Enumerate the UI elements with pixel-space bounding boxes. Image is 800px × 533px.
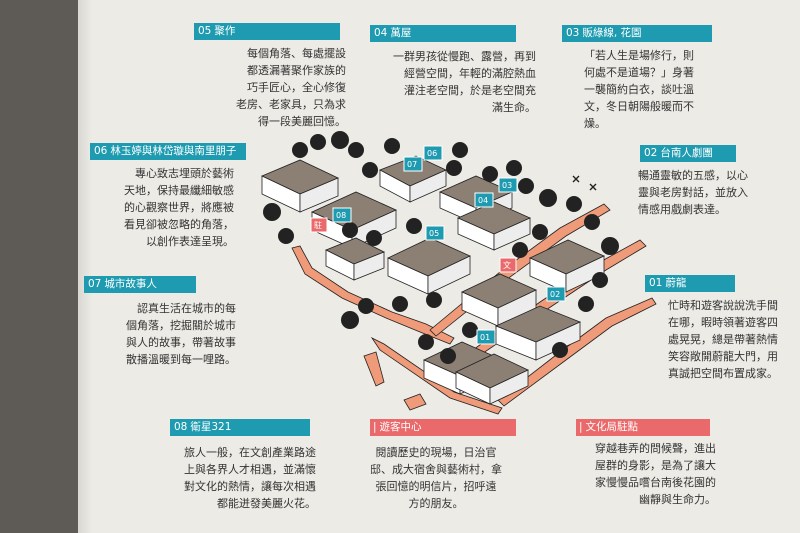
tree-icon [452, 142, 468, 158]
desc-07: 認真生活在城市的每個角落，挖掘關於城市與人的故事，帶著故事散播溫暖到每一哩路。 [126, 302, 236, 366]
tree-icon [292, 142, 308, 158]
tree-icon [578, 296, 594, 312]
tree-icon [512, 242, 528, 258]
tree-icon [392, 296, 408, 312]
tree-icon [552, 342, 568, 358]
marker-06: 06 [423, 145, 443, 161]
desc-visitor-center: 閱讀歷史的現場，日治官邸、成大宿舍與藝術村，拿張回憶的明信片，招呼遠方的朋友。 [370, 446, 502, 510]
x-mark-icon [589, 183, 597, 191]
tree-icon [482, 166, 498, 182]
house-row-a [261, 159, 339, 213]
desc-06: 專心致志埋頭於藝術天地，保持最纖細敏感的心觀察世界，將應被看見卻被忽略的角落，以… [124, 167, 234, 248]
svg-text:06: 06 [427, 149, 437, 158]
marker-ju: 駐 [310, 217, 328, 233]
map-markers: 07 06 03 04 駐 08 05 文 02 01 [310, 145, 566, 345]
svg-text:02: 02 [550, 290, 560, 299]
marker-01: 01 [476, 329, 496, 345]
marker-05: 05 [425, 225, 445, 241]
desc-01: 忙時和遊客說說洗手間在哪，暇時領著遊客四處晃晃，總是帶著熱情笑容敞開蔚龍大門，用… [668, 299, 778, 380]
desc-08: 旅人一般，在文創產業路途上與各界人才相遇，並滿懷對文化的熱情，讓每次相遇都能迸發… [184, 446, 316, 510]
house-row-h [461, 273, 537, 327]
svg-text:03: 03 [502, 181, 512, 190]
tree-icon [384, 138, 400, 154]
house-row-l [325, 237, 385, 281]
label-visitor-center: |遊客中心 [370, 419, 516, 436]
house-row-e [387, 237, 471, 295]
desc-cultural-bureau: 穿越巷弄的問候聲，進出屋群的身影，是為了讓大家慢慢品嚐台南後花園的幽靜與生命力。 [595, 442, 716, 506]
label-num: 05 [198, 25, 212, 37]
house-row-g [529, 239, 605, 293]
x-mark-icon [572, 175, 580, 183]
tree-icon [418, 334, 434, 350]
tree-icon [446, 160, 462, 176]
marker-08: 08 [332, 207, 352, 223]
house-row-i [494, 305, 582, 361]
road-corner [403, 393, 427, 411]
road-south-west [370, 336, 503, 415]
map-houses [261, 155, 605, 405]
tree-icon [518, 178, 534, 194]
house-row-d [439, 175, 513, 225]
tree-icon [584, 214, 600, 230]
tree-icon [462, 322, 478, 338]
tree-icon [331, 131, 349, 149]
house-row-k [455, 353, 529, 405]
marker-07: 07 [403, 156, 423, 172]
tree-icon [348, 142, 364, 158]
tree-icon [278, 228, 294, 244]
marker-02: 02 [546, 286, 566, 302]
desc-02: 暢通靈敏的五感，以心靈與老房對話，並放入情感用戲劇表達。 [638, 169, 748, 216]
svg-text:文: 文 [503, 260, 511, 270]
tree-icon [539, 189, 557, 207]
marker-04: 04 [474, 192, 494, 208]
map-trees [263, 131, 619, 364]
svg-text:08: 08 [336, 211, 346, 220]
tree-icon [341, 311, 359, 329]
tree-icon [592, 272, 608, 288]
marker-wen: 文 [499, 257, 517, 273]
tree-icon [342, 222, 358, 238]
tree-icon [506, 160, 522, 176]
tree-icon [358, 298, 374, 314]
tree-icon [362, 162, 378, 178]
marker-03: 03 [498, 177, 518, 193]
tree-icon [310, 134, 326, 150]
svg-text:04: 04 [478, 196, 488, 205]
tree-icon [532, 224, 548, 240]
svg-text:01: 01 [480, 333, 490, 342]
svg-text:駐: 駐 [314, 220, 322, 230]
tree-icon [601, 237, 619, 255]
tree-icon [440, 348, 456, 364]
desc-05: 每個角落、每處擺設都透漏著聚作家族的巧手匠心，全心修復老房、老家具，只為求得一段… [236, 47, 346, 128]
desc-03: 「若人生是場修行，則何處不是道場？」身著一襲簡約白衣，談吐溫文，冬日朝陽般暖而不… [584, 49, 694, 130]
svg-text:07: 07 [407, 160, 417, 169]
road-stub [363, 351, 385, 387]
desc-04: 一群男孩從慢跑、露營，再到經營空間，年輕的滿腔熱血灌注老空間，於是老空間充滿生命… [393, 50, 536, 114]
tree-icon [406, 218, 422, 234]
label-cultural-bureau: |文化局駐點 [576, 419, 710, 436]
tree-icon [426, 292, 442, 308]
svg-text:05: 05 [429, 229, 439, 238]
tree-icon [366, 230, 382, 246]
map-stars [572, 175, 597, 191]
label-title: 聚作 [214, 25, 236, 37]
tree-icon [566, 196, 582, 212]
tree-icon [263, 203, 281, 221]
